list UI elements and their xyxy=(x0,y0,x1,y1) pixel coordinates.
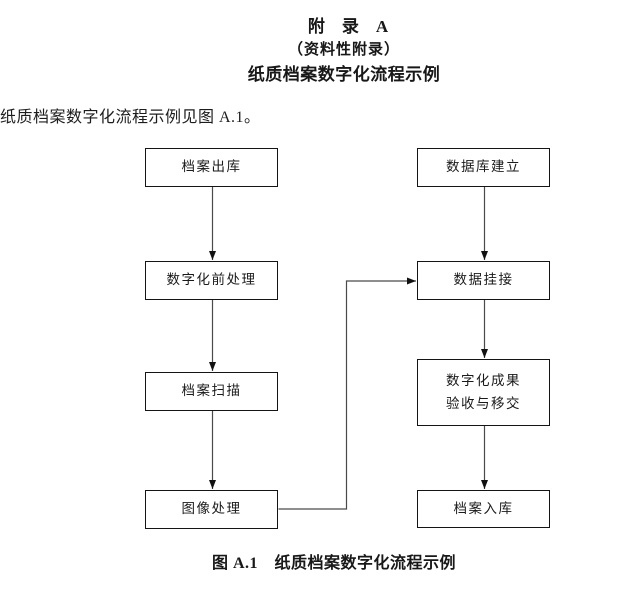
flow-box-archive-checkout: 档案出库 xyxy=(145,148,278,187)
flow-box-database-creation: 数据库建立 xyxy=(417,148,550,187)
appendix-title: 纸质档案数字化流程示例 xyxy=(247,65,441,84)
appendix-subtitle: （资料性附录） xyxy=(287,42,401,58)
figure-caption: 图 A.1 纸质档案数字化流程示例 xyxy=(211,555,457,572)
flow-box-archive-scanning: 档案扫描 xyxy=(145,372,278,411)
flow-box-pre-digitization-processing: 数字化前处理 xyxy=(145,261,278,300)
flow-box-data-linking: 数据挂接 xyxy=(417,261,550,300)
flow-box-results-acceptance-transfer: 数字化成果 验收与移交 xyxy=(417,359,550,426)
arrow-imageprocessing-to-datalinking xyxy=(278,277,416,510)
flow-box-archive-storage: 档案入库 xyxy=(417,490,550,528)
intro-paragraph: 纸质档案数字化流程示例见图 A.1。 xyxy=(0,109,261,126)
appendix-label: 附 录 A xyxy=(307,17,389,36)
flow-box-image-processing: 图像处理 xyxy=(145,490,278,529)
